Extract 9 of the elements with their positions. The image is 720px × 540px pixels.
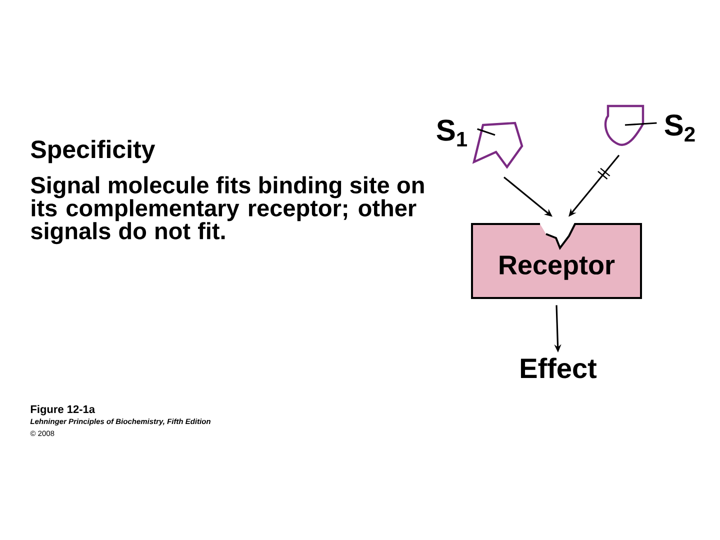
signal-label: S$_{2}$ — [664, 114, 695, 142]
signal-molecule — [604, 104, 644, 146]
heading: Specificity — [30, 140, 156, 164]
figure-number: Figure 12-1a — [30, 405, 96, 416]
leader-line — [477, 128, 496, 136]
signal-label: S$_{1}$ — [436, 120, 467, 146]
description-text: Signal molecule fits binding site on its complementary receptor; other signals do not fit. — [30, 176, 424, 244]
effect-label: Effect — [520, 358, 597, 378]
receptor-box: Receptor — [471, 223, 642, 299]
